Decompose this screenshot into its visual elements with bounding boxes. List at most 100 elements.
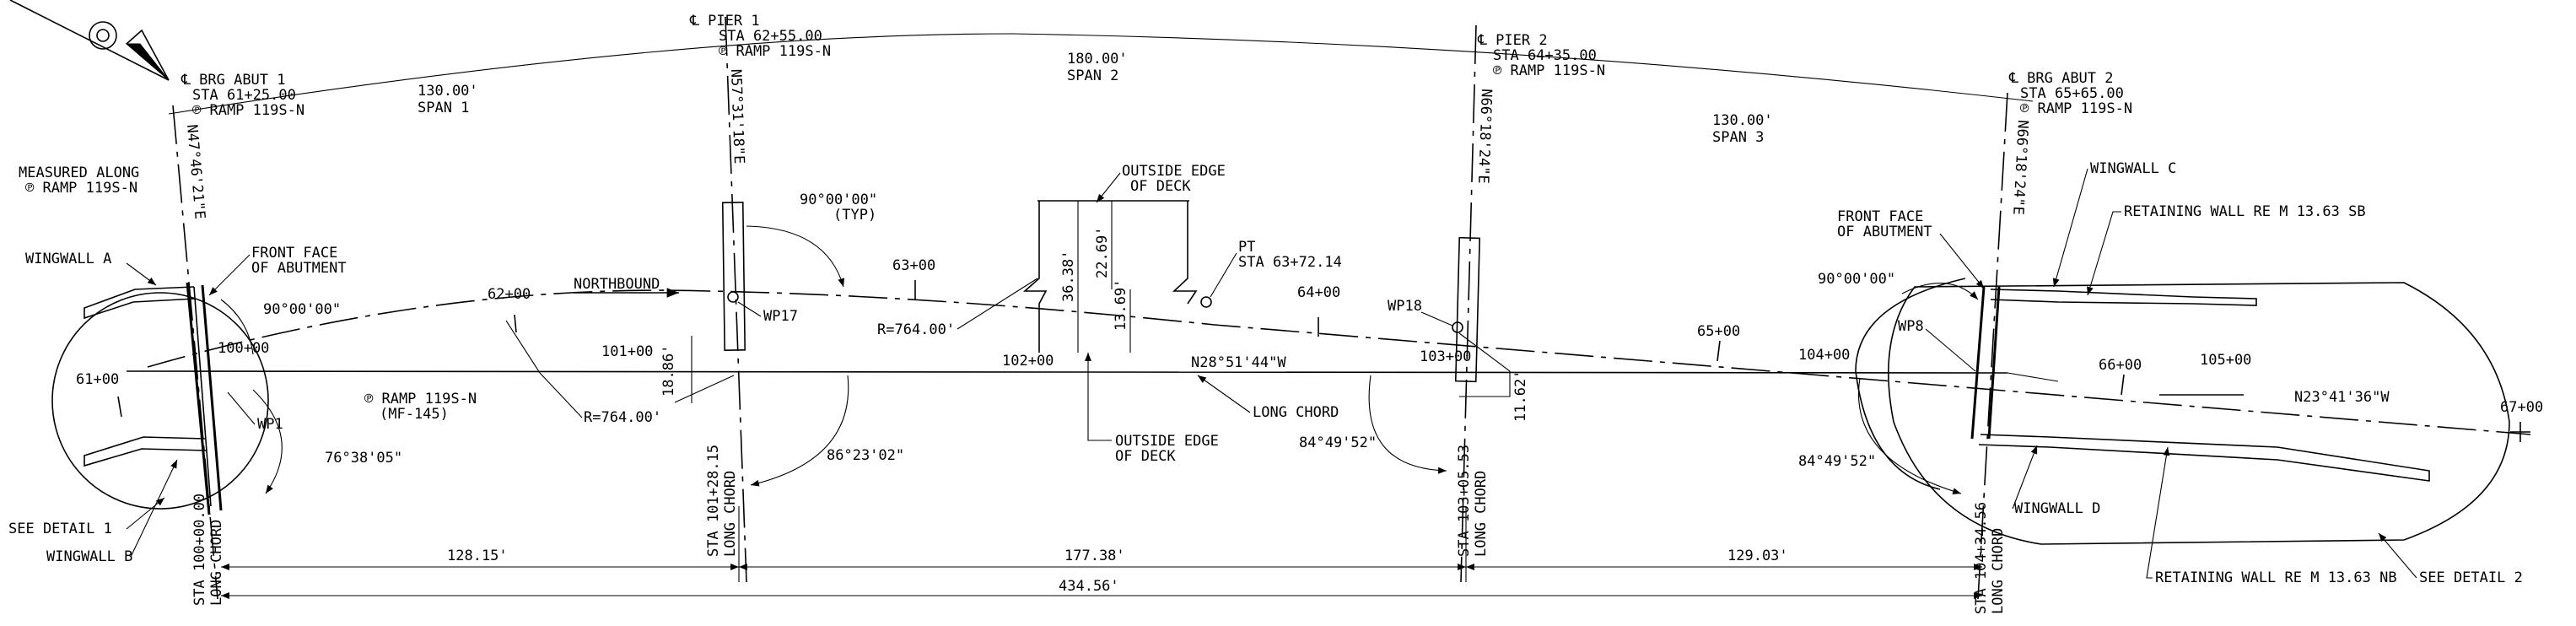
wp8-label: WP8 (1898, 318, 1924, 335)
chord-station-1-line1: STA 101+28.15 (705, 445, 722, 557)
deck-top-line2: OF DECK (1130, 178, 1191, 195)
pier-1-bearing: N57°31'18"E (727, 68, 747, 164)
span-2-label: SPAN 2 (1067, 67, 1118, 84)
station-66: 66+00 (2099, 357, 2142, 374)
pier-1-line2: STA 62+55.00 (719, 28, 822, 45)
chord-station-0-line1: STA 100+00.00 (191, 494, 208, 606)
station-102: 102+00 (1002, 353, 1054, 370)
long-chord-label: LONG CHORD (1253, 404, 1339, 421)
chord-station-3-line2: LONG CHORD (1990, 528, 2007, 614)
long-chord-line (126, 370, 2008, 374)
northbound-label: NORTHBOUND (574, 276, 660, 293)
dim-3: 129.03' (1727, 548, 1788, 564)
detail-1-label: SEE DETAIL 1 (8, 521, 112, 537)
front-face-2-line2: OF ABUTMENT (1837, 224, 1932, 240)
retaining-wall-sb-label: RETAINING WALL RE M 13.63 SB (2124, 203, 2366, 220)
ramp-label-line2: (MF-145) (380, 406, 449, 423)
station-62: 62+00 (488, 286, 531, 303)
deck-section (1022, 200, 1212, 353)
angle-pier2-skew: 84°49'52" (1299, 434, 1377, 451)
chord-bearing-2: N23°41'36"W (2294, 389, 2390, 406)
chord-station-2-line1: STA 103+05.53 (1456, 445, 1473, 557)
abutment-1-line1: ℄ BRG ABUT 1 (181, 72, 286, 89)
angle-pier1-typ-1: 90°00'00" (800, 192, 877, 208)
angle-abut2-right: 90°00'00" (1818, 271, 1895, 288)
deck-dim-2: 22.69' (1094, 227, 1111, 278)
angle-pier1-skew: 86°23'02" (827, 447, 904, 464)
abutment-1-line3: ℗ RAMP 119S-N (192, 102, 304, 119)
chord-station-1-line2: LONG CHORD (722, 471, 739, 557)
pier-2-line2: STA 64+35.00 (1493, 47, 1597, 64)
chord-station-3-line1: STA 104+34.56 (1973, 502, 1990, 614)
station-105: 105+00 (2200, 352, 2251, 369)
chord-station-0-line2: LONG CHORD (208, 520, 225, 606)
chord-station-2-line2: LONG CHORD (1473, 471, 1490, 557)
dim-total: 434.56' (1059, 578, 1119, 595)
abutment-1-bearing: N47°46'21"E (183, 124, 208, 220)
station-104: 104+00 (1798, 347, 1850, 364)
pier-2 (1452, 24, 1481, 583)
abutment-2 (1855, 92, 2510, 600)
wingwall-b-label: WINGWALL B (46, 548, 132, 565)
deck-dim-3: 13.69' (1113, 279, 1129, 331)
deck-bottom-line1: OUTSIDE EDGE (1115, 433, 1219, 450)
wingwall-d-label: WINGWALL D (2014, 500, 2100, 517)
pier-2-bearing: N66°18'24"E (1474, 89, 1495, 184)
span-1-length: 130.00' (418, 83, 478, 100)
chord-bearing-1: N28°51'44"W (1191, 354, 1286, 371)
measured-line1: MEASURED ALONG (19, 165, 139, 181)
pier-1-line3: ℗ RAMP 119S-N (719, 43, 831, 60)
dim-1: 128.15' (447, 548, 508, 564)
pier-1-line1: ℄ PIER 1 (689, 13, 760, 30)
pier-2-offset: 11.62' (1512, 370, 1529, 422)
station-ticks (117, 280, 2530, 442)
measured-line2: ℗ RAMP 119S-N (25, 180, 137, 197)
span-3-label: SPAN 3 (1712, 129, 1764, 146)
station-65: 65+00 (1697, 323, 1740, 340)
retaining-wall-nb-label: RETAINING WALL RE M 13.63 NB (2155, 569, 2397, 586)
wp17-label: WP17 (763, 308, 798, 325)
abutment-1 (51, 105, 269, 600)
station-100: 100+00 (218, 340, 269, 357)
abutment-1-line2: STA 61+25.00 (192, 87, 296, 104)
station-103: 103+00 (1420, 348, 1471, 365)
dim-2: 177.38' (1064, 548, 1125, 564)
pier-2-line1: ℄ PIER 2 (1477, 32, 1548, 49)
station-61: 61+00 (76, 371, 119, 388)
span-arc (168, 33, 2034, 115)
radius-1-label: R=764.00' (584, 409, 661, 426)
detail-2-label: SEE DETAIL 2 (2419, 569, 2523, 586)
station-63: 63+00 (892, 257, 935, 274)
abutment-2-line3: ℗ RAMP 119S-N (2020, 100, 2132, 117)
front-face-1-line2: OF ABUTMENT (251, 260, 347, 277)
ramp-centerline (147, 289, 2531, 435)
pier-2-line3: ℗ RAMP 119S-N (1493, 62, 1605, 79)
abutment-2-line2: STA 65+65.00 (2020, 85, 2124, 102)
wp18-label: WP18 (1388, 298, 1422, 315)
pt-line2: STA 63+72.14 (1238, 254, 1342, 271)
wingwall-c-label: WINGWALL C (2090, 160, 2176, 177)
pt-line1: PT (1238, 239, 1255, 256)
station-101: 101+00 (601, 343, 653, 360)
deck-dim-1: 36.38' (1060, 251, 1077, 302)
station-67: 67+00 (2500, 399, 2543, 416)
angle-pier1-typ-2: (TYP) (833, 207, 876, 224)
north-arrow-icon (9, 0, 170, 81)
wingwall-a-label: WINGWALL A (25, 251, 111, 267)
station-64: 64+00 (1297, 284, 1340, 301)
radius-2-label: R=764.00' (877, 321, 955, 338)
pier-1-offset: 18.86' (660, 345, 677, 397)
abutment-2-line1: ℄ BRG ABUT 2 (2008, 70, 2114, 87)
front-face-2-line1: FRONT FACE (1837, 208, 1923, 225)
span-3-length: 130.00' (1712, 112, 1773, 129)
wp1-label: WP1 (257, 416, 283, 433)
angle-abut1-skew: 76°38'05" (325, 450, 402, 467)
span-2-length: 180.00' (1067, 51, 1128, 67)
deck-top-line1: OUTSIDE EDGE (1122, 163, 1226, 180)
front-face-1-line1: FRONT FACE (251, 245, 337, 262)
angle-a1-right: 90°00'00" (263, 301, 341, 318)
pier-1 (721, 16, 747, 583)
dimension-lines (221, 506, 1982, 599)
angle-abut2-skew: 84°49'52" (1798, 453, 1876, 470)
